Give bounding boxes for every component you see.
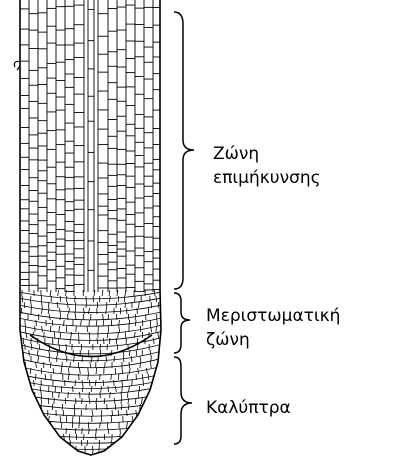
meristem-and-cap-cells: [18, 290, 162, 462]
root-illustration: [14, 0, 162, 462]
label-elongation-zone: Ζώνη επιμήκυνσης: [213, 142, 321, 190]
label-root-cap: Καλύπτρα: [206, 396, 291, 420]
brace-elongation-zone: [174, 12, 194, 289]
label-elongation-line1: Ζώνη: [213, 142, 321, 166]
brace-meristematic-zone: [174, 293, 190, 353]
label-meristematic-zone: Μεριστωματική ζώνη: [206, 304, 340, 352]
zone-braces: [174, 12, 194, 444]
root-hair: [14, 61, 20, 70]
label-elongation-line2: επιμήκυνσης: [213, 166, 321, 190]
label-meristem-line2: ζώνη: [206, 328, 340, 352]
label-cap-line1: Καλύπτρα: [206, 396, 291, 420]
label-meristem-line1: Μεριστωματική: [206, 304, 340, 328]
brace-root-cap: [174, 357, 192, 444]
elongation-zone-cells: [20, 0, 160, 292]
